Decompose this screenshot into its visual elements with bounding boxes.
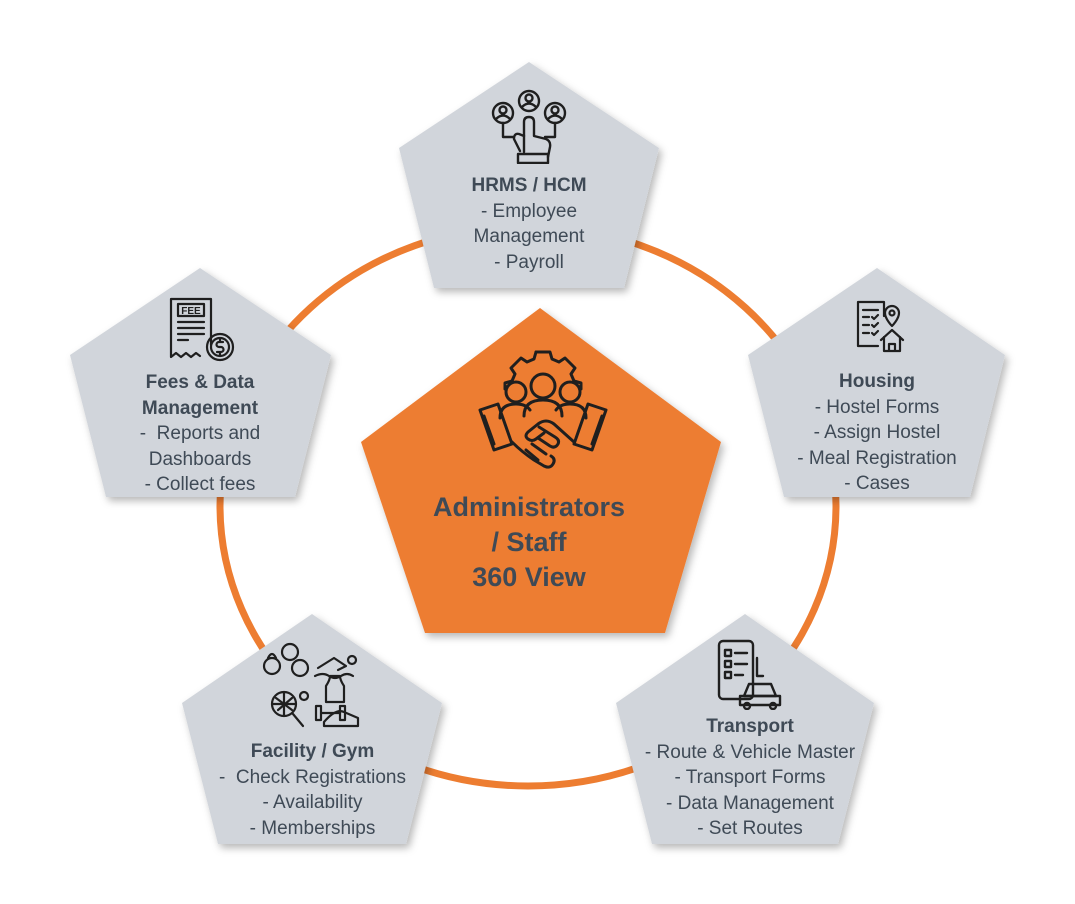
- handshake-team-gear-icon: [476, 346, 610, 476]
- node-fees: Fees & Data Management - Reports and Das…: [80, 370, 320, 498]
- node-hrms: HRMS / HCM - Employee Management - Payro…: [409, 173, 649, 275]
- node-housing-line: - Cases: [844, 473, 910, 494]
- node-fees-line: - Reports and: [139, 423, 261, 444]
- node-housing-line: - Assign Hostel: [813, 422, 941, 443]
- node-facility-line: - Availability: [262, 792, 363, 813]
- pentagon-facility: [182, 614, 442, 844]
- node-facility: Facility / Gym - Check Registrations - A…: [190, 739, 435, 841]
- fee-receipt-label: FEE: [181, 306, 201, 317]
- node-transport-line: - Set Routes: [697, 818, 803, 839]
- node-transport-title: Transport: [706, 716, 794, 737]
- pentagon-hrms: [399, 62, 659, 288]
- node-hrms-line: - Payroll: [494, 251, 564, 273]
- node-hrms-line: - Employee: [480, 200, 578, 222]
- fee-receipt-icon: FEE: [168, 297, 240, 363]
- center-label-line: Administrators: [432, 492, 626, 522]
- pentagon-housing: [748, 268, 1005, 497]
- node-facility-line: - Memberships: [249, 817, 376, 839]
- node-hrms-title: HRMS / HCM: [471, 175, 587, 196]
- node-facility-line: - Check Registrations: [219, 766, 406, 788]
- node-housing-line: - Meal Registration: [797, 447, 957, 469]
- center-label-line: / Staff: [491, 527, 567, 557]
- node-housing-line: - Hostel Forms: [814, 396, 940, 418]
- center-label-line: 360 View: [472, 562, 586, 592]
- node-fees-line: Dashboards: [148, 448, 252, 470]
- node-housing: Housing - Hostel Forms - Assign Hostel -…: [757, 369, 997, 497]
- node-transport: Transport - Route & Vehicle Master - Tra…: [625, 714, 875, 842]
- pentagon-fees: [70, 268, 331, 497]
- node-transport-line: - Transport Forms: [674, 767, 826, 788]
- checklist-house-location-icon: [854, 300, 910, 354]
- node-fees-title: Fees & Data: [145, 372, 255, 393]
- node-hrms-line: Management: [473, 226, 585, 247]
- center-label: Administrators / Staff 360 View: [409, 490, 649, 595]
- node-facility-title: Facility / Gym: [250, 741, 375, 762]
- node-fees-line: - Collect fees: [144, 474, 256, 495]
- pentagon-center: [361, 308, 721, 633]
- node-housing-title: Housing: [839, 371, 915, 392]
- sports-equipment-icon: [260, 638, 366, 730]
- pentagon-transport: [616, 614, 874, 844]
- node-transport-line: - Data Management: [666, 792, 834, 814]
- people-network-hand-icon: [488, 88, 570, 164]
- node-fees-title: Management: [141, 397, 259, 419]
- phone-car-icon: [716, 638, 782, 710]
- node-transport-line: - Route & Vehicle Master: [644, 741, 856, 763]
